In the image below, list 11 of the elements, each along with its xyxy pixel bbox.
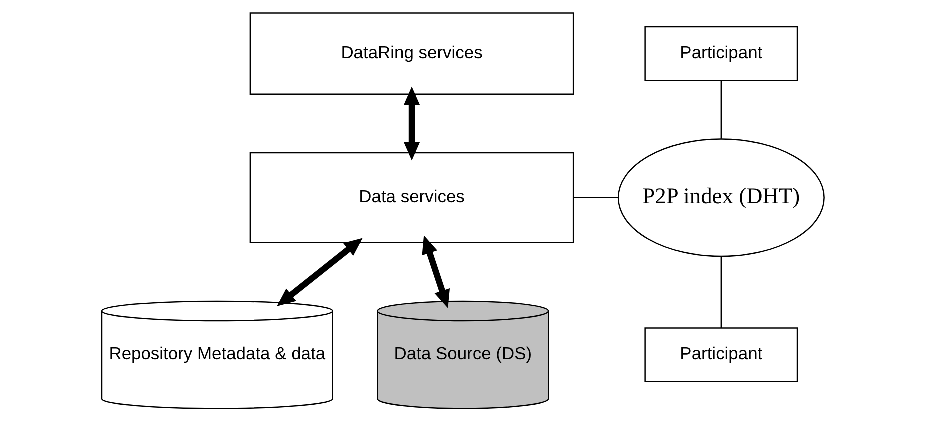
connector: [720, 80, 722, 139]
arrow: [422, 236, 450, 308]
node-box: Participant: [644, 328, 798, 383]
node-box: Data services: [249, 152, 574, 244]
node-box: DataRing services: [249, 12, 574, 95]
node-box: Participant: [644, 26, 798, 82]
arrow: [403, 86, 420, 161]
node-ellipse: P2P index (DHT): [617, 138, 824, 258]
arrow: [276, 238, 362, 306]
connector: [573, 197, 618, 199]
connector: [720, 256, 722, 328]
